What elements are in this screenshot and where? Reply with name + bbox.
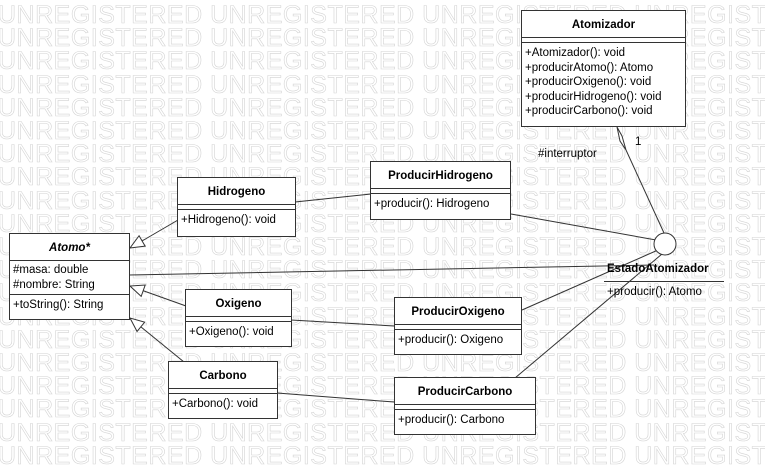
attributes: #masa: double #nombre: String <box>10 261 129 294</box>
link-hidrogeno-producirhidrogeno <box>294 193 372 203</box>
link-producircarbono-estado <box>514 253 663 379</box>
watermark-row: UNREGISTERED UNREGISTERED UNREGISTERED U… <box>0 418 765 447</box>
interface-circle <box>653 232 677 256</box>
link-atomo-estado <box>128 264 655 276</box>
generalization-hidrogeno-atomo <box>130 219 179 248</box>
class-producir-hidrogeno[interactable]: ProducirHidrogeno +producir(): Hidrogeno <box>370 161 511 220</box>
link-produciroxigeno-estado <box>521 249 659 311</box>
generalization-carbono-atomo <box>130 318 185 363</box>
watermark-row: UNREGISTERED UNREGISTERED UNREGISTERED U… <box>0 441 765 470</box>
attribute: #nombre: String <box>13 278 95 291</box>
class-hidrogeno[interactable]: Hidrogeno +Hidrogeno(): void <box>177 177 296 237</box>
operation: +toString(): String <box>13 299 104 311</box>
operation: +Atomizador(): void <box>525 47 626 59</box>
link-carbono-producircarbono <box>276 392 395 403</box>
operation: +producirCarbono(): void <box>525 105 653 117</box>
watermark-row: UNREGISTERED UNREGISTERED UNREGISTERED U… <box>0 372 765 401</box>
interface-name[interactable]: EstadoAtomizador <box>607 263 709 275</box>
operation: +producirOxigeno(): void <box>525 76 652 88</box>
class-producir-oxigeno[interactable]: ProducirOxigeno +producir(): Oxigeno <box>394 297 522 355</box>
generalization-oxigeno-atomo <box>130 286 187 307</box>
operation: +producirHidrogeno(): void <box>525 90 662 103</box>
class-name: ProducirOxigeno <box>411 306 505 318</box>
aggregation-diamond <box>616 126 627 151</box>
class-name: Atomo* <box>49 242 90 254</box>
operations: +Atomizador(): void +producirAtomo(): At… <box>522 43 685 122</box>
attribute: #masa: double <box>13 264 89 276</box>
class-atomizador[interactable]: Atomizador +Atomizador(): void +producir… <box>521 10 686 127</box>
operation: +producir(): Oxigeno <box>398 334 504 346</box>
class-producir-carbono[interactable]: ProducirCarbono +producir(): Carbono <box>394 377 536 435</box>
association-multiplicity: 1 <box>635 136 642 148</box>
class-name: ProducirHidrogeno <box>388 170 493 182</box>
operation: +producir(): Hidrogeno <box>374 198 490 210</box>
aggregation-atomizador-estado <box>625 149 665 234</box>
interface-separator <box>604 281 724 282</box>
operation: +producir(): Carbono <box>398 414 505 426</box>
watermark-row: UNREGISTERED UNREGISTERED UNREGISTERED U… <box>0 349 765 378</box>
operation: +producirAtomo(): Atomo <box>525 61 654 74</box>
class-name: Atomizador <box>571 19 636 31</box>
class-oxigeno[interactable]: Oxigeno +Oxigeno(): void <box>185 289 292 347</box>
class-atomo[interactable]: Atomo* #masa: double #nombre: String +to… <box>9 233 130 320</box>
operation: +Oxigeno(): void <box>189 326 274 338</box>
operation: +Hidrogeno(): void <box>181 214 276 226</box>
association-role: #interruptor <box>538 148 597 160</box>
watermark-row: UNREGISTERED UNREGISTERED UNREGISTERED U… <box>0 325 765 354</box>
class-carbono[interactable]: Carbono +Carbono(): void <box>168 361 278 419</box>
interface-operation: +producir(): Atomo <box>607 286 702 298</box>
class-name: ProducirCarbono <box>417 386 513 398</box>
operation: +Carbono(): void <box>172 398 258 410</box>
class-name: Oxigeno <box>215 298 262 310</box>
watermark-row: UNREGISTERED UNREGISTERED UNREGISTERED U… <box>0 395 765 424</box>
class-name: Carbono <box>199 370 247 382</box>
link-oxigeno-produciroxigeno <box>290 319 395 327</box>
link-producirhidrogeno-estado <box>510 213 657 241</box>
class-name: Hidrogeno <box>207 186 266 198</box>
